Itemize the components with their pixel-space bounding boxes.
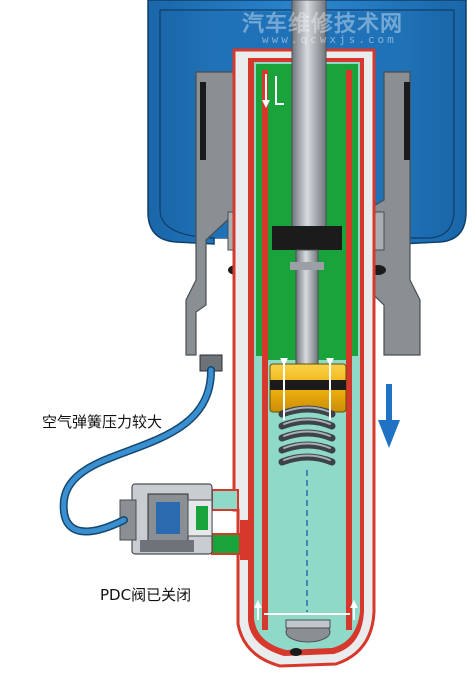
watermark-text: 汽车维修技术网 bbox=[242, 12, 404, 37]
downward-motion-arrow bbox=[378, 384, 400, 448]
coil-spring bbox=[278, 405, 336, 466]
coil-spring-highlight bbox=[283, 406, 331, 461]
piston-valve bbox=[269, 363, 347, 413]
air-spring-pressure-label: 空气弹簧压力较大 bbox=[42, 413, 163, 431]
air-line bbox=[59, 354, 223, 536]
watermark-url: www.qcwxjs.com bbox=[262, 33, 397, 46]
piston-rod bbox=[272, 0, 342, 365]
bottom-valve bbox=[285, 619, 331, 656]
pdc-valve-state-label: PDC阀已关闭 bbox=[100, 586, 192, 604]
pdc-valve bbox=[119, 483, 213, 555]
flow-arrows bbox=[254, 74, 358, 620]
